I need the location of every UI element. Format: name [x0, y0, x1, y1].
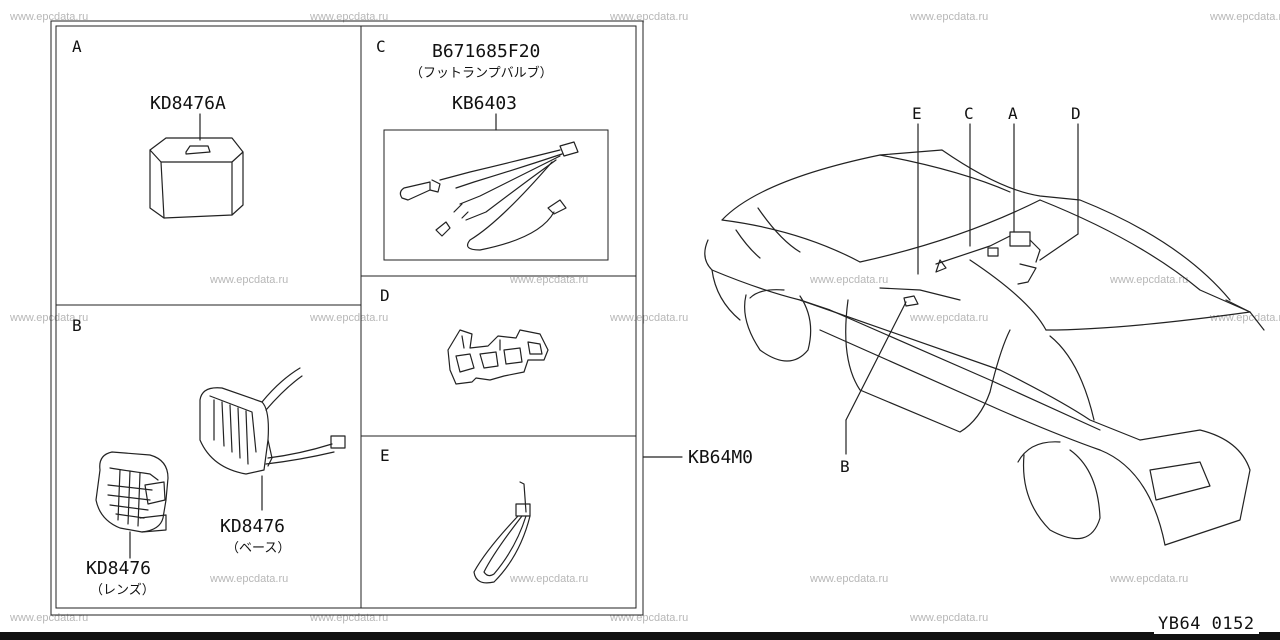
- wire-harness-icon: [399, 141, 579, 251]
- watermarks: www.epcdata.ru www.epcdata.ru www.epcdat…: [9, 11, 1280, 624]
- panel-d: D: [380, 286, 549, 385]
- watermark: www.epcdata.ru: [809, 274, 888, 286]
- part-number-kb64m0: KB64M0: [688, 447, 753, 468]
- car-callouts: E C A D B: [840, 104, 1081, 476]
- part-number-kd8476-base: KD8476: [220, 516, 285, 537]
- car-illustration: [704, 149, 1265, 546]
- watermark: www.epcdata.ru: [609, 11, 688, 23]
- watermark: www.epcdata.ru: [509, 573, 588, 585]
- watermark: www.epcdata.ru: [909, 11, 988, 23]
- watermark: www.epcdata.ru: [9, 11, 88, 23]
- watermark: www.epcdata.ru: [609, 312, 688, 324]
- watermark: www.epcdata.ru: [9, 612, 88, 624]
- watermark: www.epcdata.ru: [309, 312, 388, 324]
- page-code: YB64 0152: [1154, 614, 1259, 634]
- panel-a: A KD8476A: [72, 37, 244, 219]
- connector-clip-icon: [447, 329, 549, 385]
- panel-e-letter: E: [380, 446, 390, 465]
- lamp-base-icon: [199, 367, 346, 475]
- watermark: www.epcdata.ru: [509, 274, 588, 286]
- cable-tie-icon: [473, 481, 531, 584]
- panel-b: B KD8476 （レンズ） KD8476 （ベース）: [72, 316, 346, 598]
- lamp-lens-icon: [95, 451, 169, 533]
- watermark: www.epcdata.ru: [209, 573, 288, 585]
- panel-d-letter: D: [380, 286, 390, 305]
- watermark: www.epcdata.ru: [1109, 573, 1188, 585]
- bottom-bar: [0, 632, 1280, 640]
- base-note: （ベース）: [226, 541, 290, 556]
- watermark: www.epcdata.ru: [1209, 312, 1280, 324]
- switch-unit-icon: [149, 137, 244, 219]
- panel-c-letter: C: [376, 37, 386, 56]
- lens-note: （レンズ）: [90, 582, 155, 598]
- watermark: www.epcdata.ru: [609, 612, 688, 624]
- watermark: www.epcdata.ru: [209, 274, 288, 286]
- foot-lamp-bulb-note: （フットランプバルブ）: [410, 65, 553, 81]
- watermark: www.epcdata.ru: [909, 312, 988, 324]
- parts-frame: [50, 20, 644, 616]
- watermark: www.epcdata.ru: [9, 312, 88, 324]
- part-number-kd8476-lens: KD8476: [86, 558, 151, 579]
- watermark: www.epcdata.ru: [309, 11, 388, 23]
- panel-e: E: [380, 446, 531, 584]
- car-callout-a: A: [1008, 104, 1018, 123]
- car-callout-e: E: [912, 104, 922, 123]
- car-callout-d: D: [1071, 104, 1081, 123]
- watermark: www.epcdata.ru: [909, 612, 988, 624]
- watermark: www.epcdata.ru: [1209, 11, 1280, 23]
- watermark: www.epcdata.ru: [809, 573, 888, 585]
- watermark: www.epcdata.ru: [309, 612, 388, 624]
- watermark: www.epcdata.ru: [1109, 274, 1188, 286]
- part-number-kd8476a: KD8476A: [150, 93, 226, 114]
- part-number-b671685f20: B671685F20: [432, 41, 540, 62]
- panel-a-letter: A: [72, 37, 82, 56]
- panel-c: C B671685F20 （フットランプバルブ） KB6403: [376, 37, 609, 261]
- part-number-kb6403: KB6403: [452, 93, 517, 114]
- panel-b-letter: B: [72, 316, 82, 335]
- car-callout-b: B: [840, 457, 850, 476]
- car-callout-c: C: [964, 104, 974, 123]
